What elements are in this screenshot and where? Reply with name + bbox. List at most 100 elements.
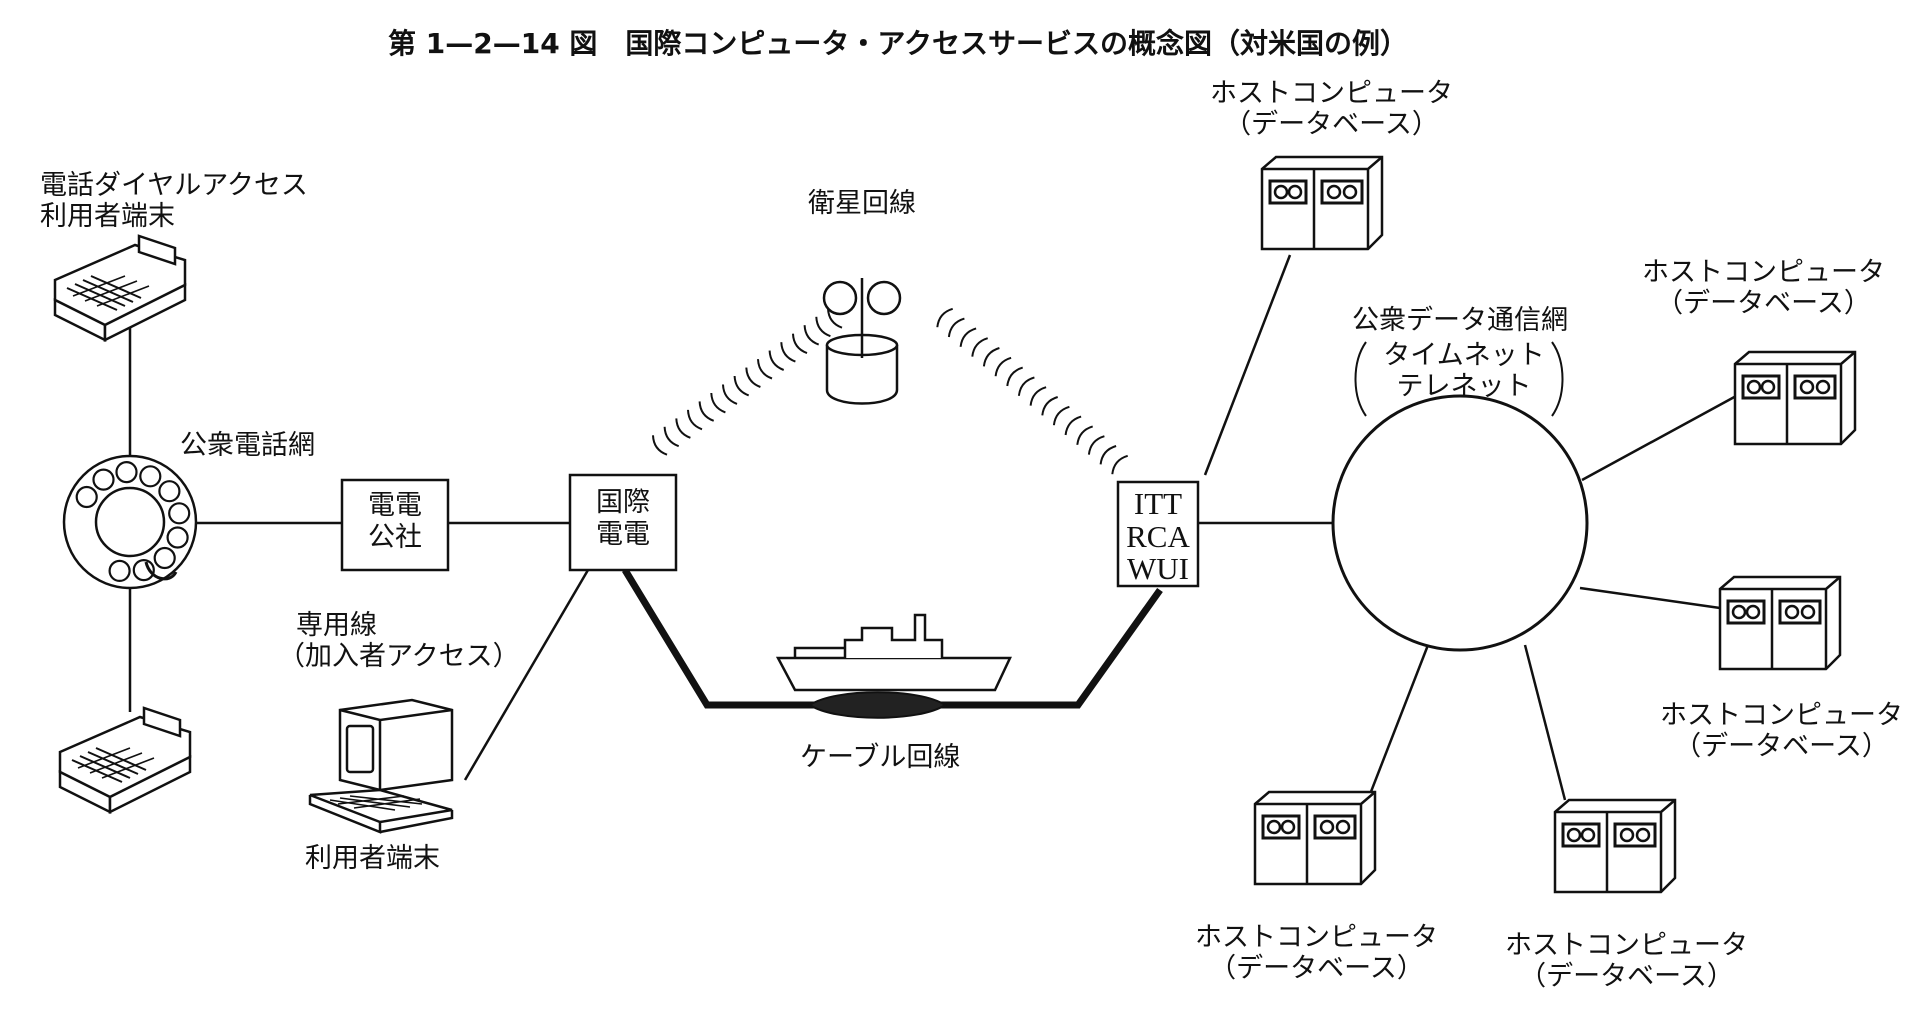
kdd-label-line1: 国際 [596, 487, 650, 518]
diagram-title: 第 1—2—14 図 国際コンピュータ・アクセスサービスの概念図（対米国の例） [388, 27, 1409, 60]
host-label-line1: ホストコンピュータ [1195, 922, 1438, 953]
host-label-line1: ホストコンピュータ [1210, 78, 1453, 109]
datanet-brackets [1354, 341, 1564, 417]
telenet-label: テレネット [1396, 371, 1532, 403]
user-terminal-label: 利用者端末 [305, 843, 440, 874]
radio-wave-arc [733, 375, 750, 397]
radio-wave-arc [792, 333, 808, 355]
host-label-line1: ホストコンピュータ [1505, 930, 1748, 961]
satellite-earth-station-icon [822, 278, 902, 405]
radio-wave-arc [803, 325, 820, 346]
teleprinter-icon [58, 706, 192, 814]
radio-wave-arc [947, 317, 965, 338]
host-label-line2: （データベース） [1519, 961, 1734, 993]
public-phone-network-label: 公衆電話網 [180, 430, 315, 461]
radio-wave-arc [971, 337, 989, 357]
kdd-box [568, 473, 678, 572]
dial-hole [75, 485, 98, 509]
radio-wave-arc [982, 347, 1000, 367]
radio-wave-arc [1087, 435, 1105, 455]
carriers-box [1116, 480, 1200, 588]
cable-ship-icon [775, 613, 1012, 692]
leased-line-label-line2: （加入者アクセス） [278, 641, 520, 673]
carrier-wui: WUI [1127, 551, 1189, 587]
radio-wave-arc [1076, 425, 1094, 445]
radio-wave-arc [710, 392, 726, 414]
host-label-line2: （データベース） [1656, 288, 1871, 320]
dial-hole [168, 502, 191, 525]
dial-hole [139, 465, 162, 488]
radio-wave-arc [768, 350, 785, 371]
radio-wave-arc [1099, 445, 1117, 465]
dial-hole [92, 468, 115, 491]
host-computer-icon [1718, 575, 1842, 671]
public-data-network-circle [1331, 394, 1589, 652]
radio-wave-arc [687, 409, 703, 431]
line-host-right-1 [1581, 393, 1739, 482]
kdd-label-line2: 電電 [596, 519, 650, 551]
radio-wave-arc [1006, 366, 1024, 387]
dial-access-user-label: 電話ダイヤルアクセス 利用者端末 [40, 170, 308, 232]
host-label-line2: （データベース） [1674, 731, 1889, 763]
line-datanet-host-top [1203, 254, 1292, 476]
radio-wave-arc [827, 308, 843, 329]
radio-wave-arc [994, 356, 1012, 377]
teleprinter-icon [53, 234, 187, 342]
radio-wave-arc [1111, 454, 1129, 475]
dial-access-label-line2: 利用者端末 [40, 201, 175, 233]
leased-line-label: 専用線 （加入者アクセス） [278, 610, 520, 672]
dial-hole [153, 546, 176, 570]
radio-wave-arc [959, 327, 977, 347]
host-label-line1: ホストコンピュータ [1642, 257, 1885, 288]
cable-line-label: ケーブル回線 [800, 742, 961, 773]
ntt-box [340, 478, 450, 572]
data-network-names: タイムネット テレネット [1376, 340, 1552, 402]
tymnet-label: タイムネット [1383, 340, 1545, 371]
host-label-line2: （データベース） [1224, 109, 1439, 141]
radio-wave-arc [698, 401, 715, 422]
line-host-bottom-right [1523, 644, 1567, 801]
host-computer-icon [1553, 798, 1677, 894]
radio-wave-arc [1029, 386, 1047, 406]
radio-wave-arc [1041, 396, 1059, 416]
connection-lines [128, 254, 1739, 821]
dial-hole [132, 558, 155, 582]
carrier-itt: ITT [1133, 486, 1183, 521]
radio-wave-arc [652, 435, 668, 456]
dial-hole [108, 559, 131, 583]
host-computer-icon [1253, 790, 1377, 886]
public-data-network-label: 公衆データ通信網 [1352, 305, 1568, 336]
radio-wave-arc [675, 418, 691, 439]
host-label: ホストコンピュータ （データベース） [1210, 78, 1453, 140]
kdd-box-label: 国際 電電 [570, 487, 676, 552]
ntt-label-line1: 電電 [368, 490, 422, 521]
radio-wave-arc [936, 307, 954, 328]
computer-terminal-icon [308, 698, 454, 834]
line-host-right-2 [1579, 586, 1721, 610]
radio-wave-arc [780, 342, 796, 363]
host-label: ホストコンピュータ （データベース） [1642, 257, 1885, 319]
host-computer-icon [1260, 155, 1384, 251]
host-label: ホストコンピュータ （データベース） [1660, 700, 1903, 762]
dial-hole [158, 480, 181, 503]
rotary-phone-icon [62, 454, 198, 590]
cable-line [622, 568, 1163, 719]
ntt-label-line2: 公社 [368, 522, 422, 554]
host-label-line1: ホストコンピュータ [1660, 700, 1903, 731]
satellite-waves-left [652, 308, 843, 456]
carriers-box-label: ITT RCA WUI [1118, 486, 1198, 587]
radio-wave-arc [1064, 415, 1082, 436]
radio-wave-arc [745, 367, 761, 388]
radio-wave-arc [1052, 405, 1070, 426]
host-label: ホストコンピュータ （データベース） [1195, 922, 1438, 984]
ntt-box-label: 電電 公社 [342, 490, 448, 555]
host-computer-icon [1733, 350, 1857, 446]
radio-wave-arc [815, 316, 831, 338]
radio-wave-arc [757, 359, 773, 380]
host-label-line2: （データベース） [1209, 953, 1424, 985]
host-label: ホストコンピュータ （データベース） [1505, 930, 1748, 992]
radio-wave-arc [722, 384, 738, 405]
satellite-line-label: 衛星回線 [808, 188, 916, 219]
